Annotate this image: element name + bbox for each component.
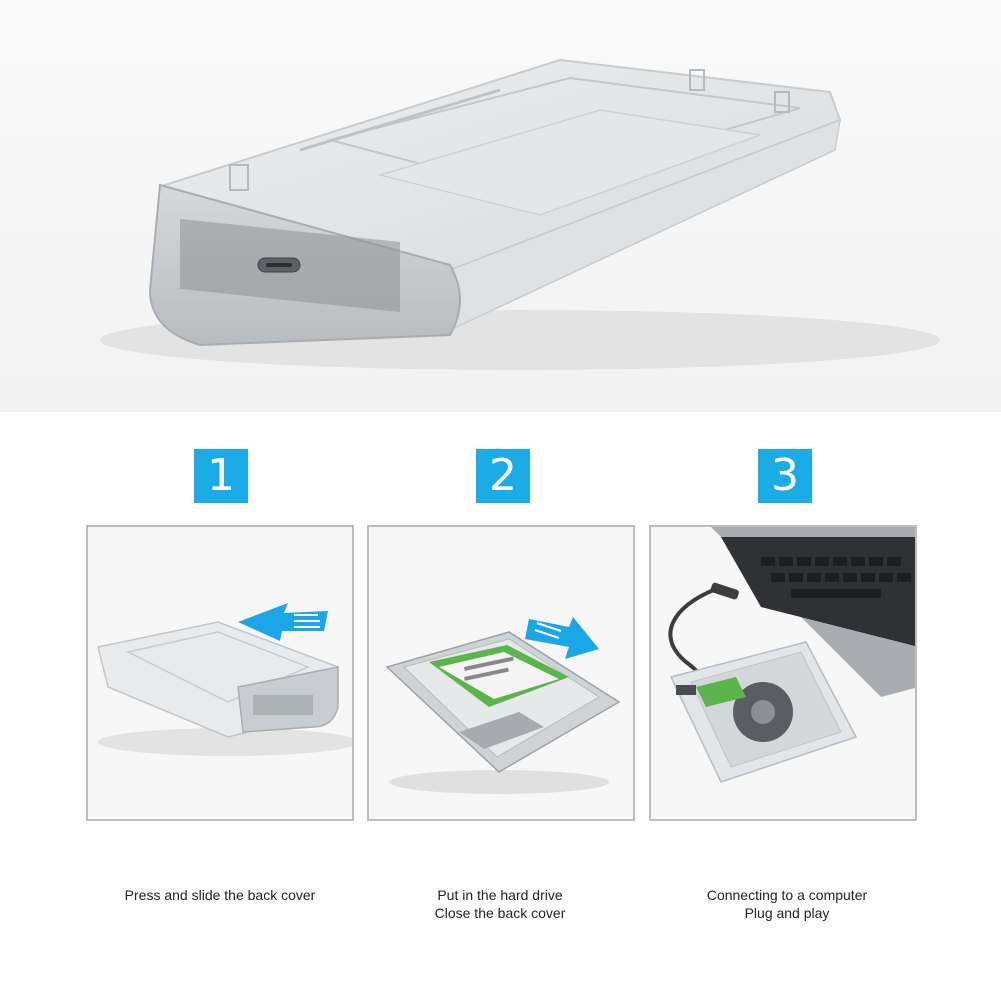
connect-laptop-icon [668, 527, 915, 783]
enclosure-icon [100, 58, 940, 370]
step-2-caption-line-1: Put in the hard drive [437, 887, 563, 903]
step-1-caption-line-1: Press and slide the back cover [124, 887, 316, 903]
step-2-badge: 2 [476, 449, 530, 503]
step-1-badge: 1 [194, 449, 248, 503]
step-3-badge: 3 [758, 449, 812, 503]
step-2-caption-line-2: Close the back cover [434, 905, 566, 921]
step-3-caption: Connecting to a computer Plug and play [637, 886, 937, 922]
hero-product-image [0, 0, 1001, 412]
slide-cover-icon [97, 603, 352, 756]
insert-drive-icon [385, 617, 621, 794]
step-2-caption: Put in the hard drive Close the back cov… [350, 886, 650, 922]
step-3-caption-line-1: Connecting to a computer [706, 887, 868, 903]
step-1-panel [86, 525, 354, 821]
step-1-caption: Press and slide the back cover [70, 886, 370, 904]
step-2-panel [367, 525, 635, 821]
step-3-panel [649, 525, 917, 821]
step-3-caption-line-2: Plug and play [744, 905, 830, 921]
